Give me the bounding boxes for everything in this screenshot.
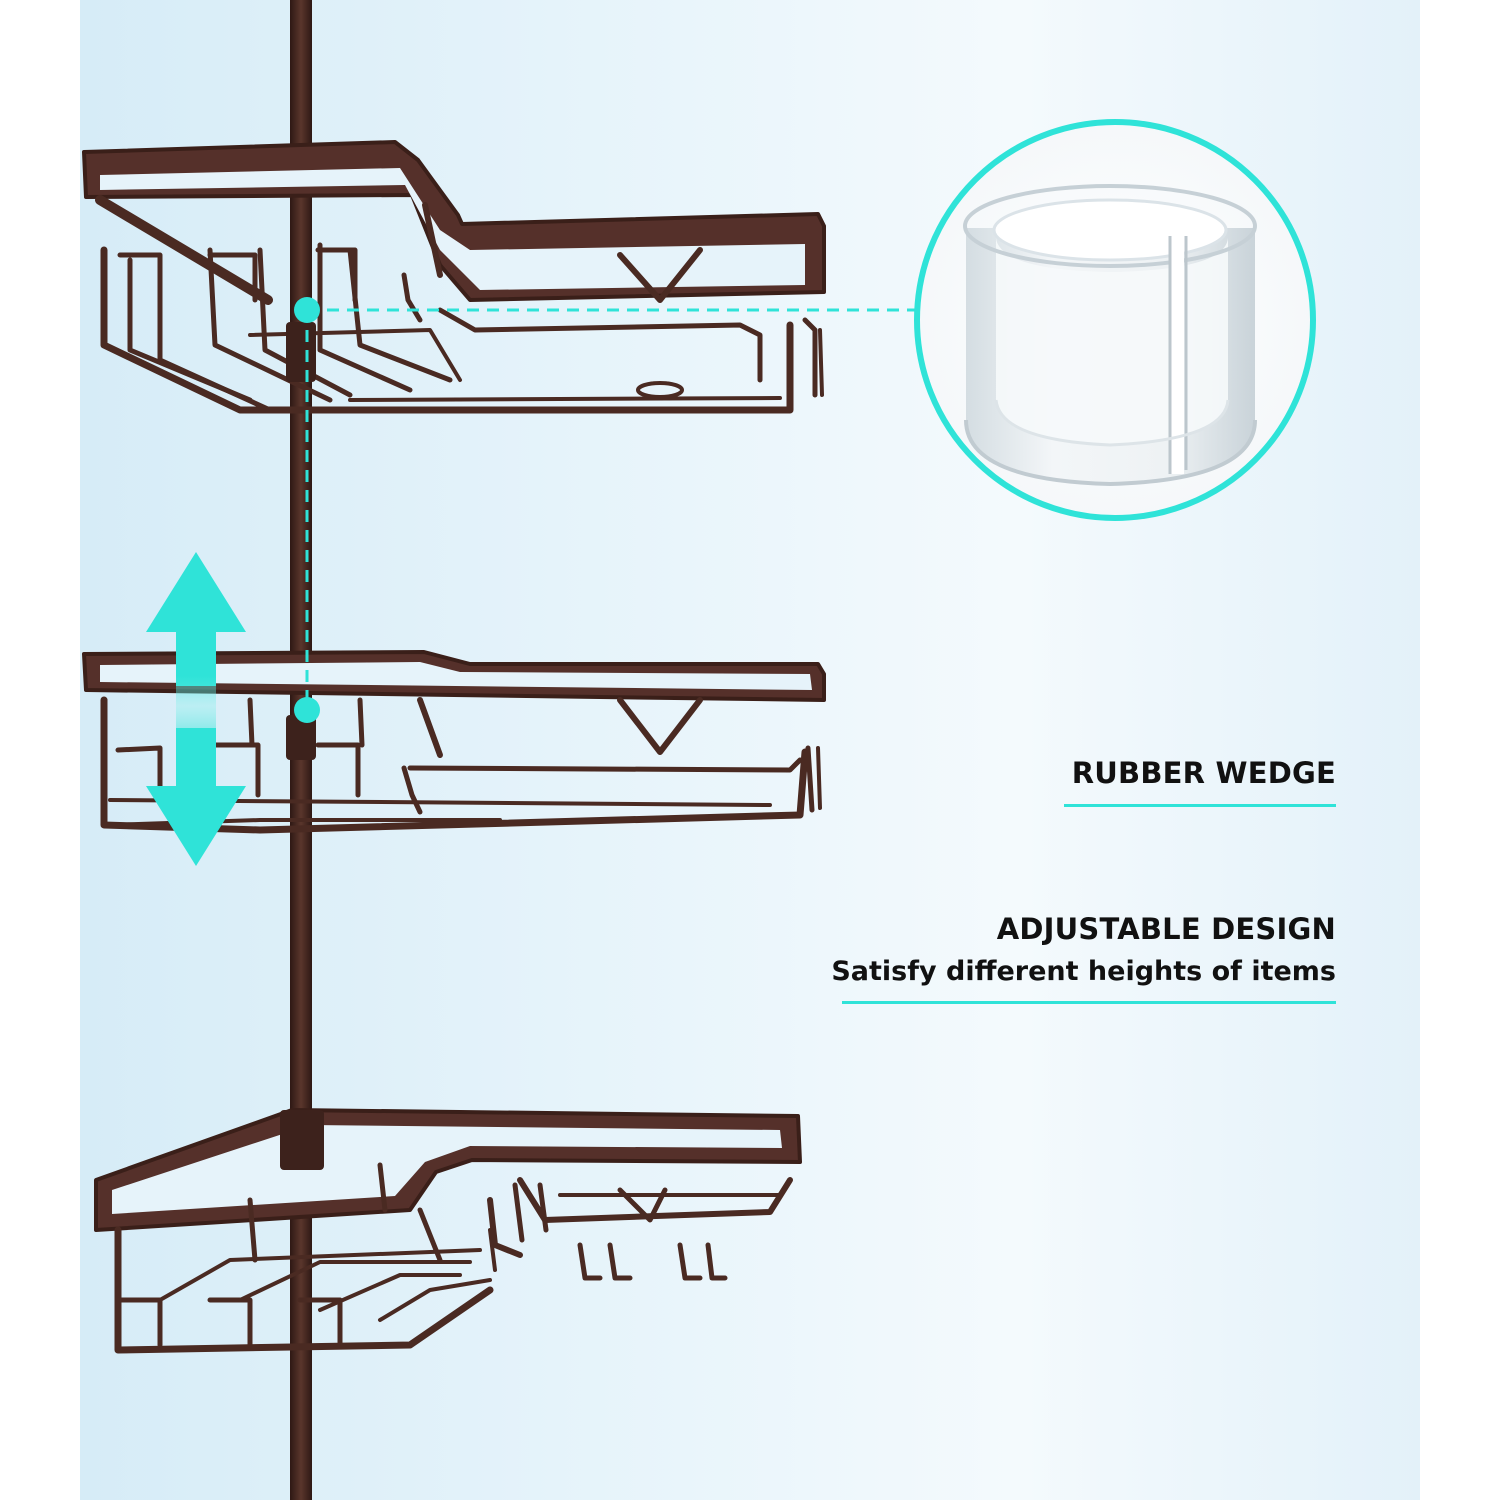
callout-dot-top — [294, 297, 320, 323]
rubber-wedge-title: RUBBER WEDGE — [1071, 756, 1336, 790]
rubber-wedge-underline — [1064, 804, 1336, 807]
adjustable-design-feature: ADJUSTABLE DESIGN Satisfy different heig… — [831, 912, 1336, 1004]
adjustable-design-subtitle: Satisfy different heights of items — [831, 956, 1336, 987]
callout-dot-middle — [294, 697, 320, 723]
middle-shelf — [82, 650, 826, 834]
middle-connector — [286, 715, 316, 760]
bottom-shelf — [94, 1108, 802, 1354]
top-connector — [286, 322, 316, 382]
rubber-wedge-feature: RUBBER WEDGE — [1064, 756, 1336, 807]
bottom-connector — [280, 1110, 324, 1170]
adjustable-design-title: ADJUSTABLE DESIGN — [996, 912, 1336, 946]
adjustable-design-underline — [842, 1001, 1336, 1004]
up-down-adjust-arrow-icon — [146, 552, 246, 866]
rubber-wedge-closeup-icon — [914, 119, 1316, 521]
callout-lines — [305, 308, 915, 710]
top-shelf — [82, 140, 826, 414]
